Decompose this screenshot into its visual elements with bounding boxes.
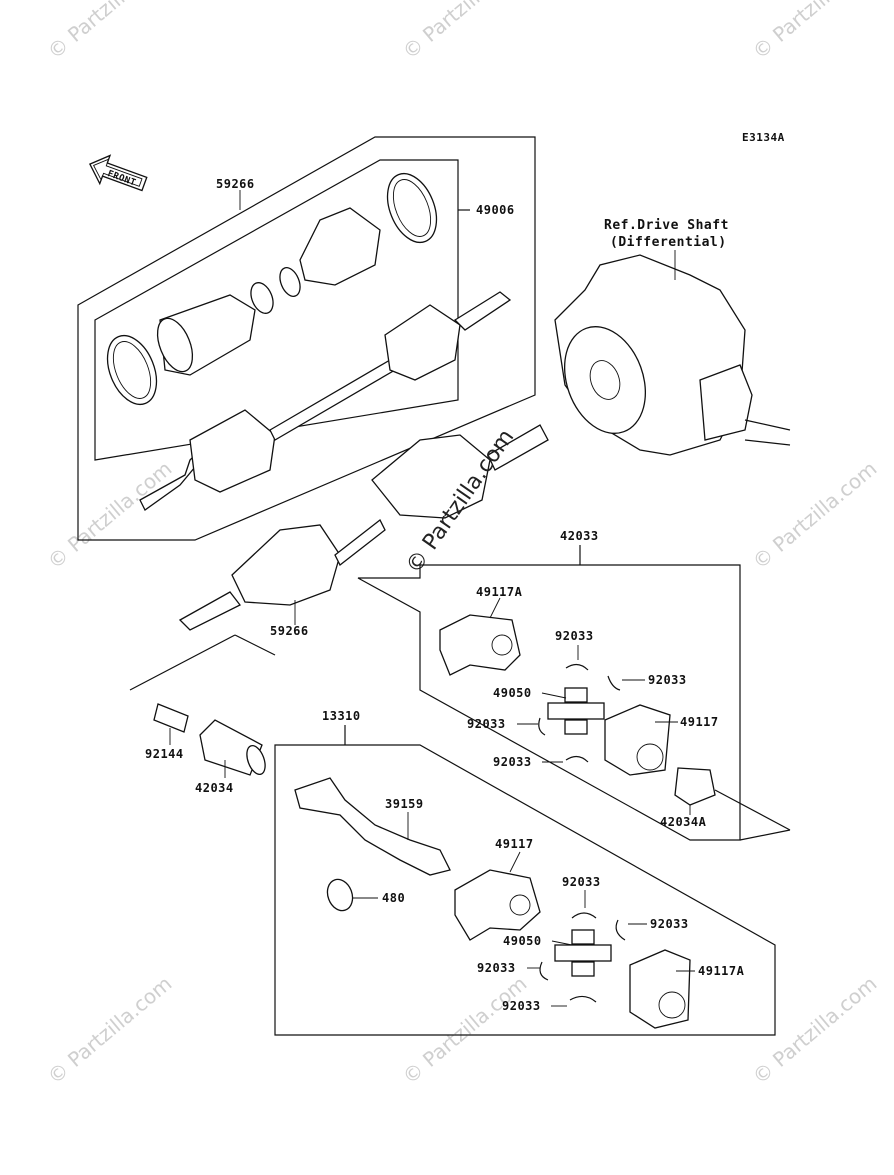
label-49006: 49006 <box>476 203 515 217</box>
ref-drive-shaft: Ref.Drive Shaft <box>604 218 729 233</box>
label-42034: 42034 <box>195 781 234 795</box>
shaft-39159 <box>294 777 451 876</box>
label-13310: 13310 <box>322 709 361 723</box>
coupler-42034 <box>199 719 266 776</box>
label-59266-bottom: 59266 <box>270 624 309 638</box>
leader-line <box>551 940 573 946</box>
watermark: © Partzilla.com <box>398 971 532 1089</box>
yoke-upper-b <box>604 704 671 776</box>
circlip-480 <box>326 878 354 912</box>
leader-line <box>129 634 236 691</box>
label-92033-d: 92033 <box>493 755 532 769</box>
leader-line <box>509 851 521 873</box>
yoke-lower-b <box>629 949 691 1029</box>
watermark: © Partzilla.com <box>43 971 177 1089</box>
label-42033: 42033 <box>560 529 599 543</box>
label-49117A-top: 49117A <box>476 585 523 599</box>
leader-line <box>234 634 276 656</box>
watermark: © Partzilla.com <box>748 0 882 64</box>
label-39159: 39159 <box>385 797 424 811</box>
watermark: © Partzilla.com <box>398 0 532 64</box>
kit-box-13310 <box>274 725 776 1036</box>
leader-line <box>541 692 567 699</box>
label-92033-c: 92033 <box>467 717 506 731</box>
watermark: © Partzilla.com <box>748 456 882 574</box>
yoke-upper-a <box>439 614 521 676</box>
spring-92144 <box>153 703 189 733</box>
differential-housing <box>554 254 791 456</box>
label-49050-top: 49050 <box>493 686 532 700</box>
label-92144: 92144 <box>145 747 184 761</box>
label-480: 480 <box>382 891 405 905</box>
label-92033-f: 92033 <box>650 917 689 931</box>
ref-differential: (Differential) <box>610 235 727 250</box>
label-49117A-bottom: 49117A <box>698 964 745 978</box>
label-49117-top: 49117 <box>680 715 719 729</box>
label-49117-bottom: 49117 <box>495 837 534 851</box>
label-42034A: 42034A <box>660 815 707 829</box>
label-92033-e: 92033 <box>562 875 601 889</box>
boot-kit-parts <box>106 172 438 406</box>
spider-cross-lower <box>554 929 612 977</box>
watermark: © Partzilla.com <box>43 456 177 574</box>
label-59266-top: 59266 <box>216 177 255 191</box>
front-arrow-icon: FRONT <box>88 154 148 192</box>
watermark: © Partzilla.com <box>748 971 882 1089</box>
label-49050-bottom: 49050 <box>503 934 542 948</box>
kit-box-59266 <box>77 136 536 541</box>
label-92033-a: 92033 <box>555 629 594 643</box>
snap-rings-lower <box>539 912 626 1003</box>
drive-shaft-upper <box>139 291 512 511</box>
label-92033-g: 92033 <box>477 961 516 975</box>
diagram-code: E3134A <box>742 131 785 144</box>
snap-rings-upper <box>538 663 621 763</box>
kit-box-49006 <box>94 159 470 461</box>
yoke-lower-a <box>454 869 541 941</box>
leader-line <box>489 597 501 619</box>
label-92033-h: 92033 <box>502 999 541 1013</box>
coupling-42034A <box>674 767 791 841</box>
drive-shaft-lower <box>178 424 549 631</box>
label-92033-b: 92033 <box>648 673 687 687</box>
spider-cross-upper <box>547 687 605 735</box>
watermark: © Partzilla.com <box>43 0 177 64</box>
